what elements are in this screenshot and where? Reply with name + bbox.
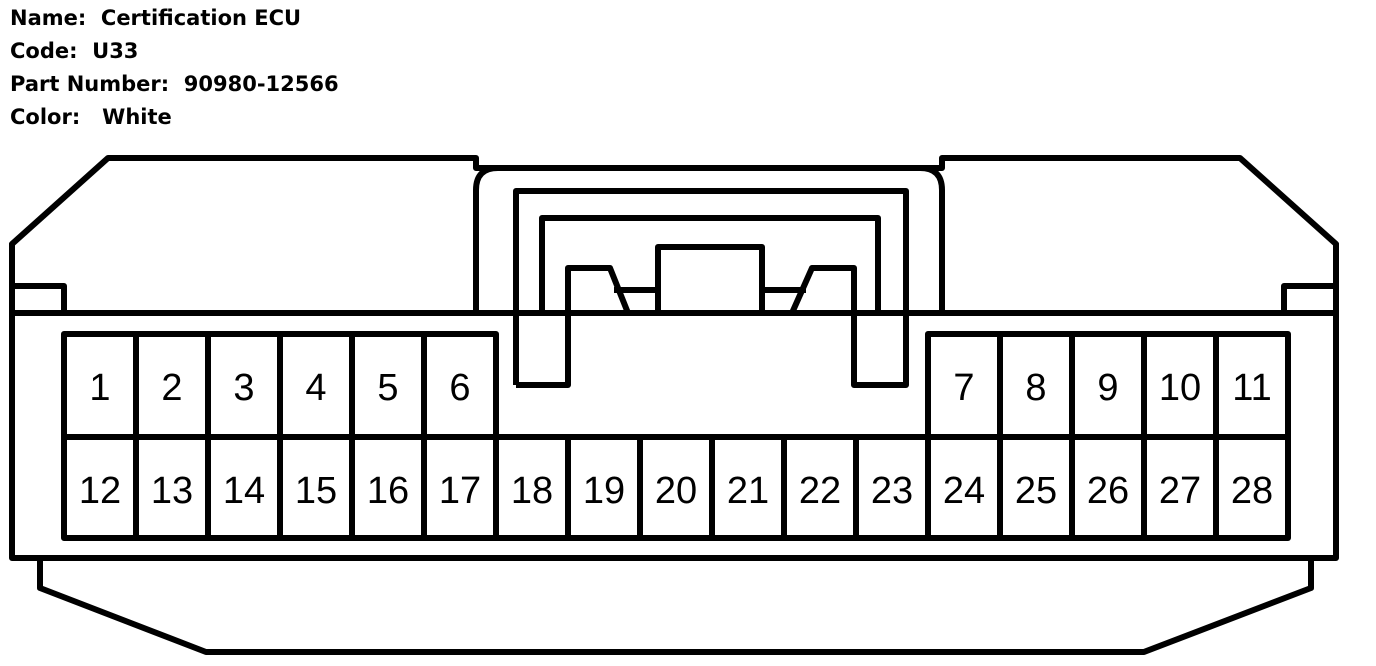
latch-frame bbox=[513, 188, 909, 388]
latch-inner bbox=[539, 215, 881, 316]
pin-label-9: 9 bbox=[1097, 367, 1118, 409]
part-number-label: Part Number: bbox=[10, 72, 170, 96]
pin-label-7: 7 bbox=[953, 367, 974, 409]
part-number-value: 90980-12566 bbox=[183, 72, 339, 96]
color-label: Color: bbox=[10, 105, 81, 129]
pin-label-21: 21 bbox=[727, 470, 769, 512]
pin-label-8: 8 bbox=[1025, 367, 1046, 409]
pin-label-25: 25 bbox=[1015, 470, 1057, 512]
pin-label-14: 14 bbox=[223, 470, 265, 512]
pin-label-12: 12 bbox=[79, 470, 121, 512]
connector-housing-outline bbox=[9, 155, 1339, 655]
connector-info: Name: Certification ECU Code: U33 Part N… bbox=[10, 2, 339, 134]
pin-label-11: 11 bbox=[1232, 367, 1271, 409]
right-corner-tab bbox=[1281, 283, 1336, 313]
code-row: Code: U33 bbox=[10, 35, 339, 68]
pin-cavity-grid bbox=[61, 331, 1291, 541]
pin-label-27: 27 bbox=[1159, 470, 1201, 512]
pin-label-19: 19 bbox=[583, 470, 625, 512]
pin-label-23: 23 bbox=[871, 470, 913, 512]
lock-center-block bbox=[655, 244, 765, 313]
pin-label-6: 6 bbox=[449, 367, 470, 409]
latch-frame-left-leg bbox=[516, 313, 571, 388]
pin-label-1: 1 bbox=[89, 367, 110, 409]
pin-label-28: 28 bbox=[1231, 470, 1273, 512]
pin-label-13: 13 bbox=[151, 470, 193, 512]
pin-label-20: 20 bbox=[655, 470, 697, 512]
name-label: Name: bbox=[10, 6, 87, 30]
pin-label-17: 17 bbox=[439, 470, 481, 512]
pin-label-15: 15 bbox=[295, 470, 337, 512]
pin-label-16: 16 bbox=[367, 470, 409, 512]
pin-label-18: 18 bbox=[511, 470, 553, 512]
pin-label-22: 22 bbox=[799, 470, 841, 512]
pin-label-24: 24 bbox=[943, 470, 985, 512]
pin-label-3: 3 bbox=[233, 367, 254, 409]
part-number-row: Part Number: 90980-12566 bbox=[10, 68, 339, 101]
pin-label-4: 4 bbox=[305, 367, 326, 409]
pin-label-5: 5 bbox=[377, 367, 398, 409]
code-value: U33 bbox=[92, 39, 139, 63]
left-corner-tab bbox=[12, 283, 67, 313]
color-row: Color: White bbox=[10, 101, 339, 134]
pin-label-10: 10 bbox=[1159, 367, 1201, 409]
color-value: White bbox=[102, 105, 172, 129]
latch-outer bbox=[473, 165, 945, 313]
pin-label-26: 26 bbox=[1087, 470, 1129, 512]
name-row: Name: Certification ECU bbox=[10, 2, 339, 35]
name-value: Certification ECU bbox=[100, 6, 302, 30]
pin-label-2: 2 bbox=[161, 367, 182, 409]
pin-cavity-28 bbox=[1213, 434, 1291, 541]
code-label: Code: bbox=[10, 39, 78, 63]
